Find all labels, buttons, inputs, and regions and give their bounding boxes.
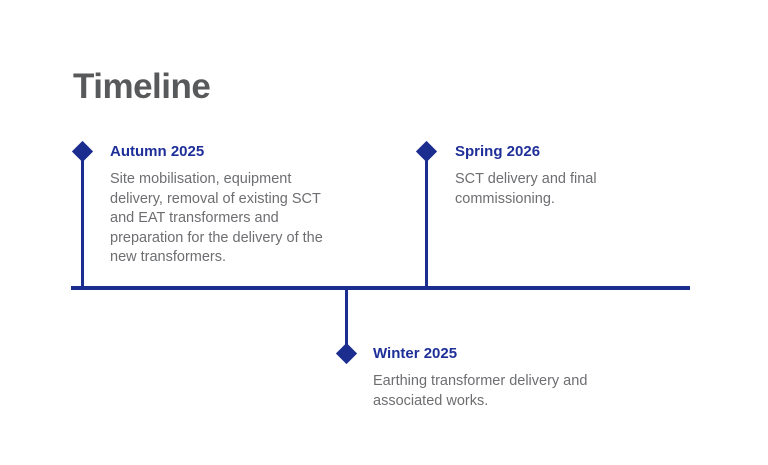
timeline-axis — [71, 286, 690, 290]
milestone-description-winter-2025: Earthing transformer delivery and associ… — [373, 373, 588, 409]
milestone-label-spring-2026: Spring 2026 — [455, 143, 541, 160]
page-title: Timeline — [73, 67, 211, 107]
milestone-description-spring-2026: SCT delivery and final commissioning. — [455, 171, 597, 207]
connector-line-autumn — [81, 160, 84, 287]
connector-line-winter — [345, 290, 348, 346]
connector-line-spring — [425, 160, 428, 287]
milestone-diamond-icon-autumn — [71, 140, 94, 163]
milestone-label-autumn-2025: Autumn 2025 — [110, 143, 205, 160]
milestone-label-winter-2025: Winter 2025 — [373, 345, 458, 362]
milestone-diamond-icon-winter — [335, 342, 358, 365]
milestone-description-autumn-2025: Site mobilisation, equipment delivery, r… — [110, 171, 323, 265]
milestone-diamond-icon-spring — [415, 140, 438, 163]
